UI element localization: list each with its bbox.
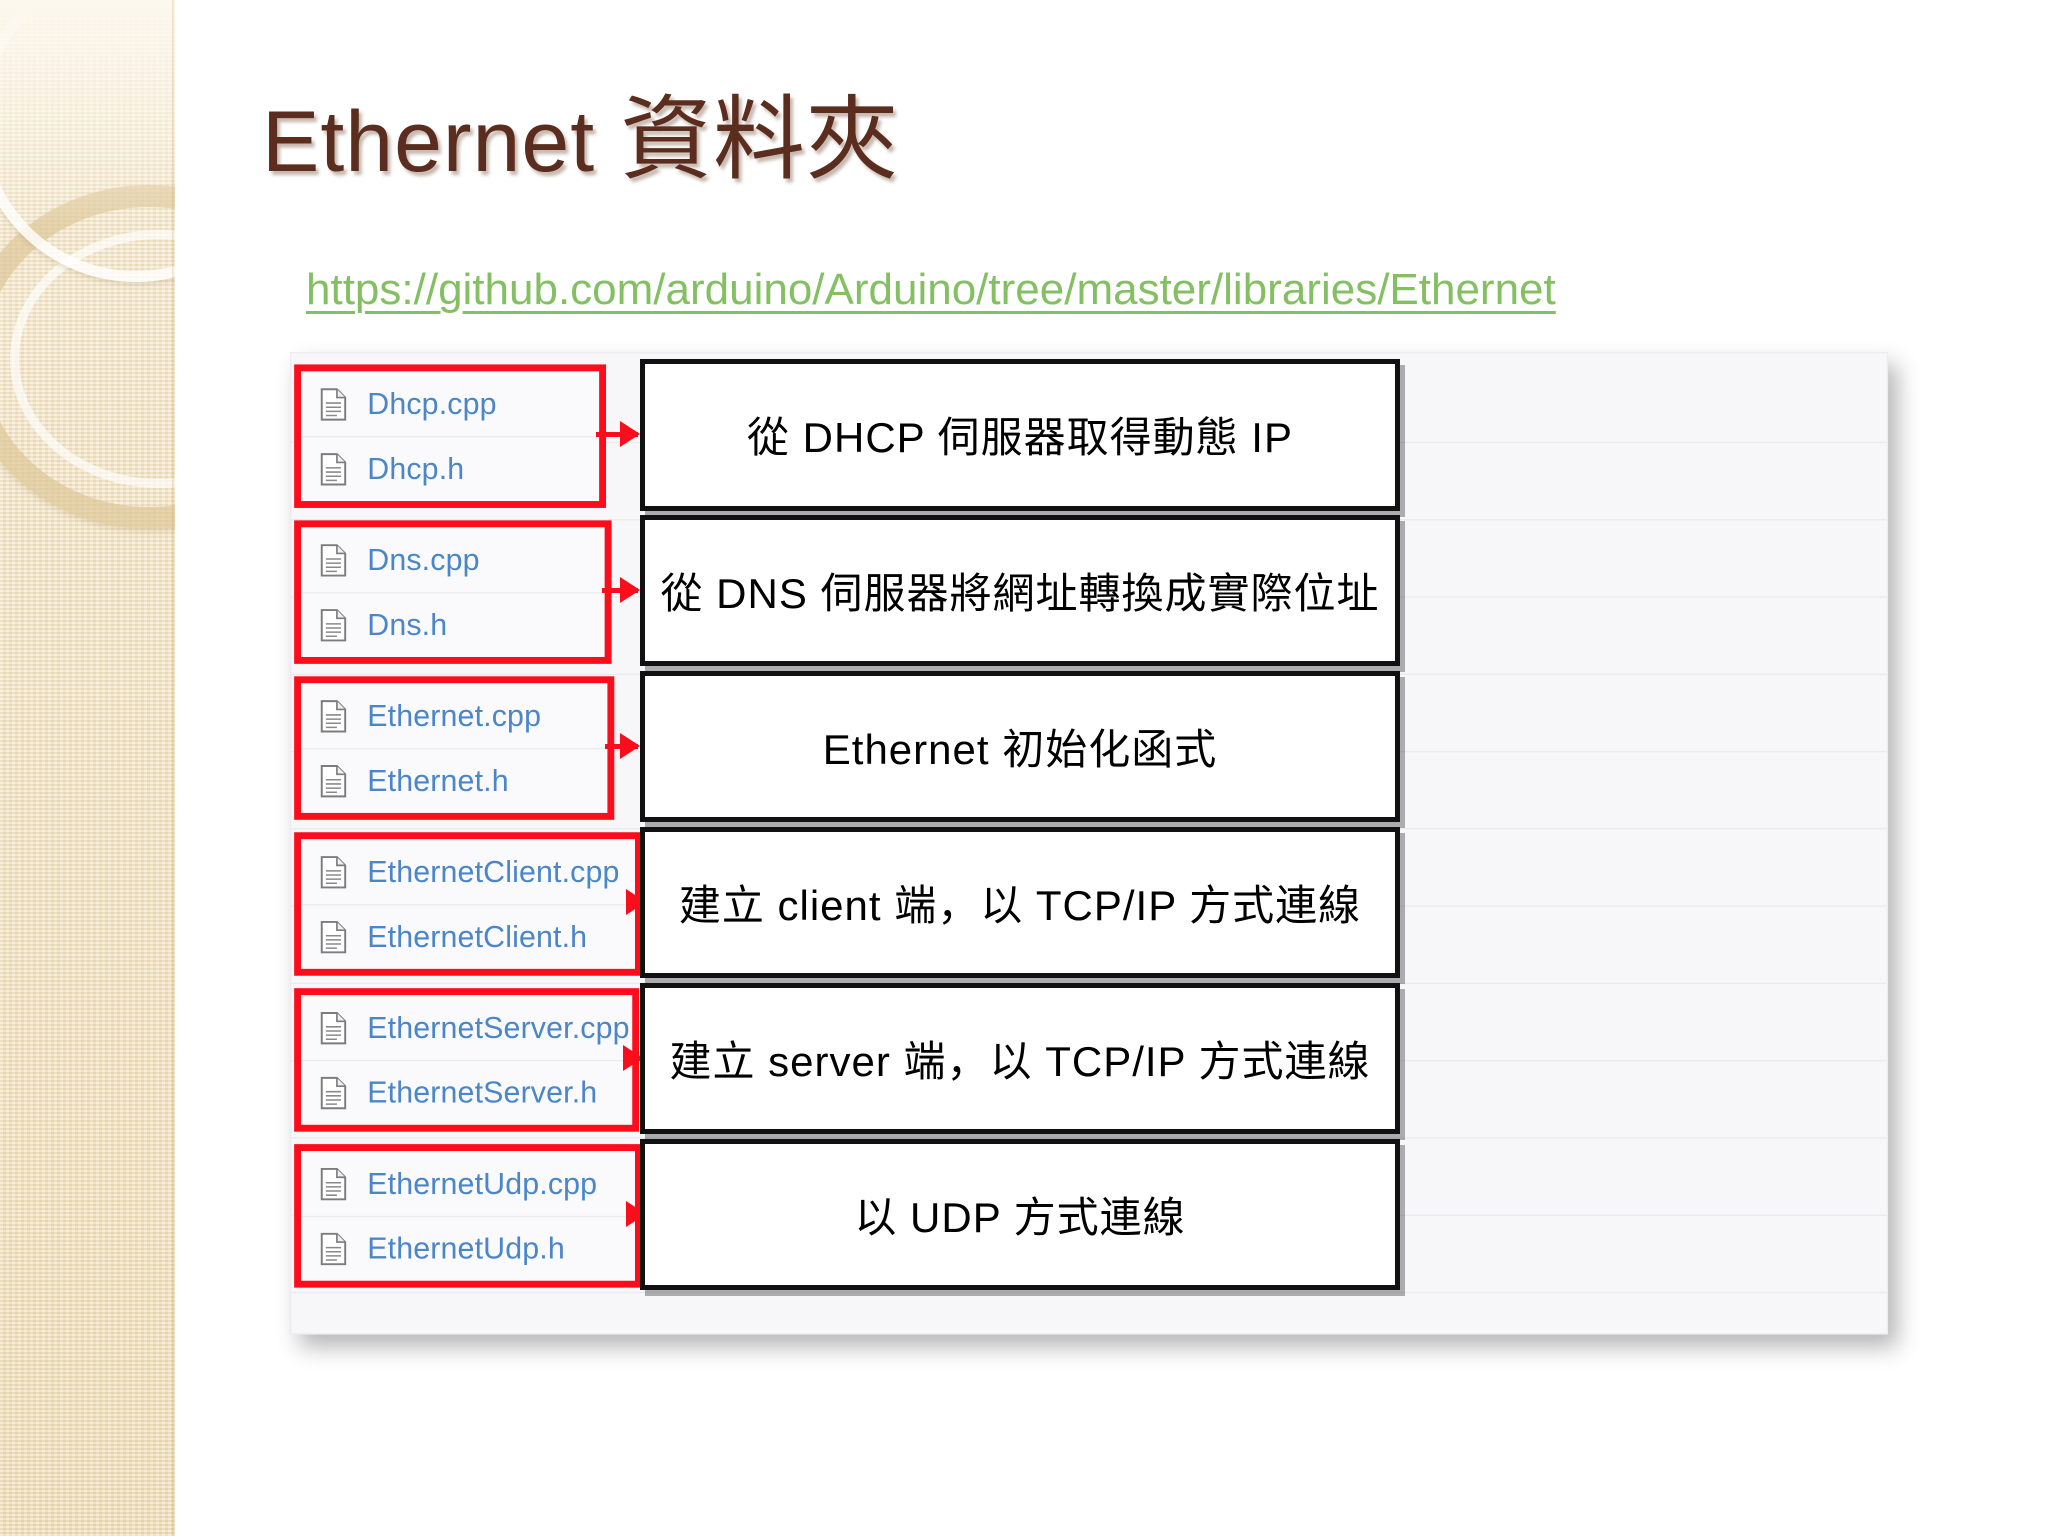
document-icon <box>320 453 347 486</box>
file-row[interactable]: EthernetUdp.cpp <box>301 1151 635 1216</box>
file-row[interactable]: Dhcp.cpp <box>301 371 599 436</box>
document-icon <box>320 387 347 420</box>
description-text: 從 DNS 伺服器將網址轉換成實際位址 <box>660 570 1380 618</box>
file-name[interactable]: EthernetUdp.h <box>367 1231 565 1266</box>
document-icon <box>320 699 347 732</box>
description-text: 以 UDP 方式連線 <box>854 1193 1186 1241</box>
file-row[interactable]: Dns.cpp <box>301 527 605 592</box>
file-name[interactable]: EthernetServer.cpp <box>367 1009 630 1045</box>
description-box: 從 DNS 伺服器將網址轉換成實際位址 <box>640 514 1400 667</box>
file-row[interactable]: EthernetUdp.h <box>301 1215 635 1281</box>
document-icon <box>320 1232 347 1266</box>
document-icon <box>320 543 347 576</box>
file-row[interactable]: Dhcp.h <box>301 436 600 501</box>
document-icon <box>320 1167 347 1200</box>
document-icon <box>320 765 347 798</box>
decorative-side-band <box>0 0 175 1536</box>
description-text: Ethernet 初始化函式 <box>822 726 1218 774</box>
description-text: 建立 client 端，以 TCP/IP 方式連線 <box>678 882 1362 930</box>
file-name[interactable]: Dns.h <box>367 607 448 642</box>
file-name[interactable]: EthernetServer.h <box>367 1075 598 1110</box>
arrow-head-icon <box>619 421 640 448</box>
file-name[interactable]: Ethernet.h <box>367 763 509 798</box>
connector-arrow <box>596 421 640 448</box>
panel-row-separator <box>291 1291 1887 1294</box>
file-name[interactable]: EthernetUdp.cpp <box>367 1165 598 1201</box>
file-row[interactable]: Ethernet.cpp <box>301 683 607 748</box>
page-title-en: Ethernet <box>262 94 596 190</box>
file-name[interactable]: EthernetClient.cpp <box>367 853 620 889</box>
document-icon <box>320 1076 347 1110</box>
document-icon <box>320 609 347 642</box>
file-row[interactable]: EthernetClient.h <box>301 904 635 969</box>
band-top-fade <box>0 0 175 230</box>
description-box: 建立 client 端，以 TCP/IP 方式連線 <box>640 826 1400 979</box>
arrow-head-icon <box>619 577 640 604</box>
file-name[interactable]: Dns.cpp <box>367 541 480 577</box>
document-icon <box>320 855 347 888</box>
connector-arrow <box>623 1045 644 1072</box>
band-edge <box>172 0 175 1536</box>
arrow-head-icon <box>619 733 640 760</box>
file-row[interactable]: Ethernet.h <box>301 748 608 813</box>
file-row[interactable]: EthernetClient.cpp <box>301 839 635 904</box>
arrow-head-icon <box>623 1045 644 1072</box>
file-name[interactable]: Dhcp.cpp <box>367 385 497 421</box>
connector-arrow <box>604 733 640 760</box>
panel-row-separator <box>291 1137 1887 1139</box>
file-row[interactable]: Dns.h <box>301 592 605 657</box>
description-text: 從 DHCP 伺服器取得動態 IP <box>747 414 1293 462</box>
file-name[interactable]: EthernetClient.h <box>367 919 588 954</box>
file-name[interactable]: Ethernet.cpp <box>367 697 542 733</box>
connector-arrow <box>601 577 640 604</box>
description-text: 建立 server 端，以 TCP/IP 方式連線 <box>669 1038 1371 1086</box>
file-row[interactable]: EthernetServer.h <box>301 1059 633 1125</box>
description-box: 建立 server 端，以 TCP/IP 方式連線 <box>640 982 1400 1135</box>
page-title: Ethernet 資料夾 <box>262 89 900 191</box>
repository-link[interactable]: https://github.com/arduino/Arduino/tree/… <box>306 265 1556 314</box>
description-box: Ethernet 初始化函式 <box>640 670 1400 823</box>
document-icon <box>320 920 347 954</box>
page-title-zh: 資料夾 <box>620 89 900 191</box>
file-row[interactable]: EthernetServer.cpp <box>301 995 632 1060</box>
document-icon <box>320 1011 347 1044</box>
description-box: 以 UDP 方式連線 <box>640 1138 1400 1291</box>
description-box: 從 DHCP 伺服器取得動態 IP <box>640 359 1400 511</box>
file-name[interactable]: Dhcp.h <box>367 451 465 486</box>
